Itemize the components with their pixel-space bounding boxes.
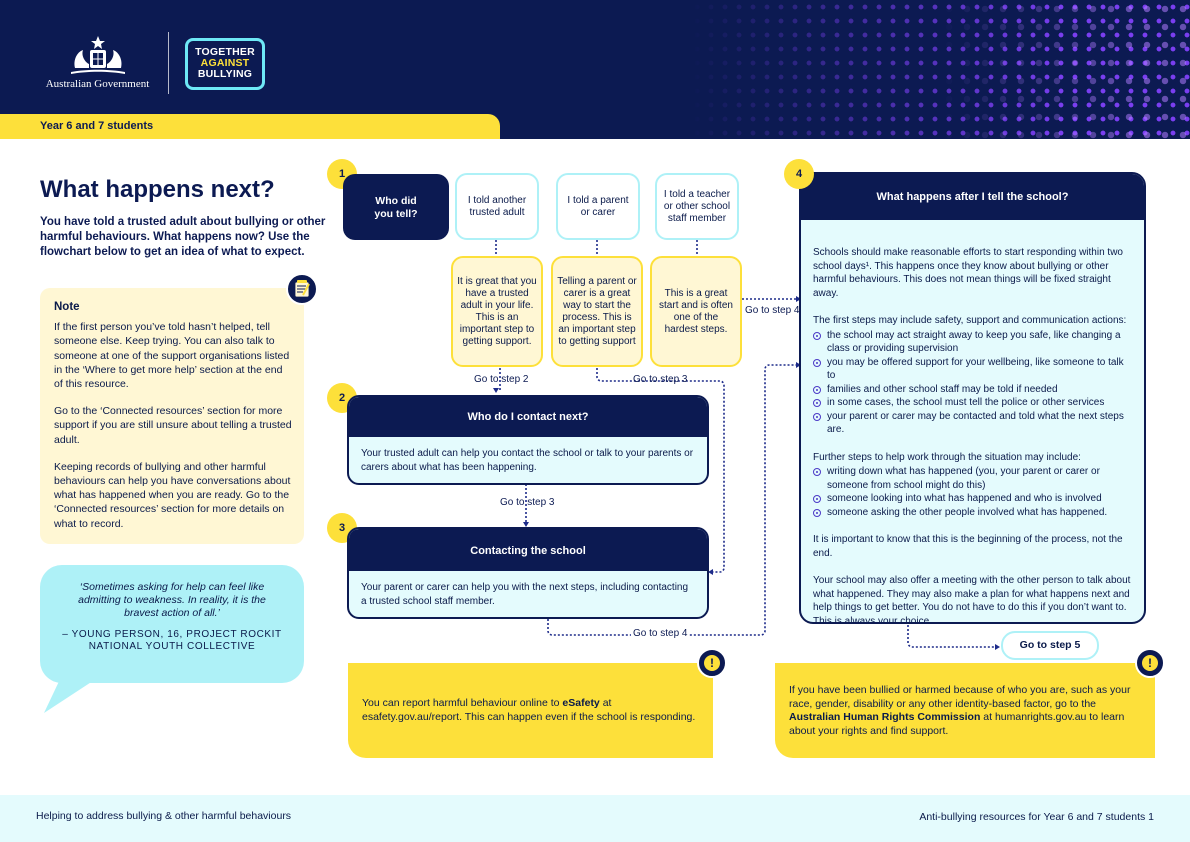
step2-card: Who do I contact next? Your trusted adul…	[347, 395, 709, 485]
page-intro: You have told a trusted adult about bull…	[40, 216, 326, 258]
alert-text: You can report harmful behaviour online …	[362, 697, 563, 709]
government-name: Australian Government	[45, 78, 150, 90]
logo-line-1: TOGETHER	[195, 46, 255, 58]
step2-body: Your trusted adult can help you contact …	[361, 448, 694, 473]
response-text: This is a great start and is often one o…	[659, 287, 733, 335]
footer-left-text: Helping to address bullying & other harm…	[36, 810, 292, 822]
step4-paragraph: Further steps to help work through the s…	[813, 451, 1081, 463]
goto-step4-label: Go to step 4	[631, 628, 690, 639]
option-teacher-staff: I told a teacher or other school staff m…	[655, 173, 739, 240]
note-paragraph: Keeping records of bullying and other ha…	[54, 460, 291, 530]
list-item: someone asking the other people involved…	[813, 506, 1132, 520]
option-trusted-adult: I told another trusted adult	[455, 173, 539, 240]
page-title: What happens next?	[40, 176, 275, 203]
footer-right-text: Anti-bullying resources for Year 6 and 7…	[919, 811, 1154, 823]
step2-title: Who do I contact next?	[349, 397, 707, 437]
who-did-you-tell-box: Who did you tell?	[343, 174, 449, 240]
audience-banner: Year 6 and 7 students	[0, 114, 500, 139]
alert-text: If you have been bullied or harmed becau…	[789, 684, 1131, 710]
list-item: writing down what has happened (you, you…	[813, 465, 1132, 492]
human-rights-alert: If you have been bullied or harmed becau…	[775, 663, 1155, 758]
list-item: you may be offered support for your well…	[813, 356, 1132, 383]
step4-card: What happens after I tell the school? Sc…	[799, 172, 1146, 624]
note-paragraph: If the first person you’ve told hasn’t h…	[54, 321, 290, 391]
response-trusted-adult: It is great that you have a trusted adul…	[451, 256, 543, 367]
option-parent-carer: I told a parent or carer	[556, 173, 640, 240]
goto-step3-label: Go to step 3	[500, 497, 555, 508]
alert-icon: !	[697, 648, 727, 678]
first-steps-list: the school may act straight away to keep…	[813, 329, 1132, 437]
esafety-alert: You can report harmful behaviour online …	[348, 663, 713, 758]
step3-card: Contacting the school Your parent or car…	[347, 527, 709, 619]
commission-name: Australian Human Rights Commission	[789, 711, 981, 723]
coat-of-arms-icon	[70, 36, 125, 74]
alert-text: at humanrights.gov.au to learn about you…	[789, 711, 1125, 737]
further-steps-list: writing down what has happened (you, you…	[813, 465, 1132, 519]
together-against-bullying-logo: TOGETHER AGAINST BULLYING	[185, 38, 265, 90]
response-text: Telling a parent or carer is a great way…	[557, 275, 637, 347]
step3-body: Your parent or carer can help you with t…	[361, 582, 689, 607]
response-parent-carer: Telling a parent or carer is a great way…	[551, 256, 643, 367]
response-teacher-staff: This is a great start and is often one o…	[650, 256, 742, 367]
note-heading: Note	[54, 301, 80, 313]
option-label: I told a teacher or other school staff m…	[663, 188, 731, 224]
logo-divider	[168, 32, 169, 94]
list-item: families and other school staff may be t…	[813, 383, 1132, 397]
response-text: It is great that you have a trusted adul…	[457, 275, 537, 347]
list-item: your parent or carer may be contacted an…	[813, 410, 1132, 437]
step4-title: What happens after I tell the school?	[801, 174, 1144, 220]
step1-question: Who did you tell?	[374, 195, 418, 220]
list-item: someone looking into what has happened a…	[813, 492, 1132, 506]
quote-bubble: ‘Sometimes asking for help can feel like…	[40, 565, 304, 683]
goto-step2-label: Go to step 2	[474, 374, 529, 385]
option-label: I told another trusted adult	[467, 194, 527, 218]
list-item: in some cases, the school must tell the …	[813, 396, 1132, 410]
step-number-4: 4	[784, 159, 814, 189]
dot-pattern-accent	[940, 0, 1190, 139]
step3-title: Contacting the school	[349, 529, 707, 571]
speech-bubble-tail	[44, 675, 102, 713]
logo-line-3: BULLYING	[197, 68, 253, 80]
step4-paragraph: It is important to know that this is the…	[813, 534, 1123, 559]
step4-paragraph: The first steps may include safety, supp…	[813, 315, 1127, 326]
footer: Helping to address bullying & other harm…	[0, 795, 1190, 842]
step4-paragraph: Your school may also offer a meeting wit…	[813, 575, 1131, 624]
note-panel: Note If the first person you’ve told has…	[40, 288, 304, 544]
step4-paragraph: Schools should make reasonable efforts t…	[813, 247, 1123, 299]
goto-step5-label: Go to step 5	[1001, 631, 1099, 660]
goto-step3-label: Go to step 3	[633, 374, 688, 385]
notepad-icon	[286, 273, 318, 305]
alert-icon: !	[1135, 648, 1165, 678]
alert-text: at esafety.gov.au/report. This can happe…	[362, 697, 696, 723]
list-item: the school may act straight away to keep…	[813, 329, 1132, 356]
esafety-name: eSafety	[562, 697, 600, 709]
goto-step4-label: Go to step 4	[745, 305, 800, 316]
option-label: I told a parent or carer	[567, 194, 629, 218]
logo-line-2: AGAINST	[200, 57, 250, 69]
quote-text: ‘Sometimes asking for help can feel like…	[78, 581, 266, 619]
australian-government-logo: Australian Government	[40, 34, 155, 92]
quote-attribution: – YOUNG PERSON, 16, PROJECT ROCKIT NATIO…	[62, 629, 282, 652]
note-paragraph: Go to the ‘Connected resources’ section …	[54, 405, 292, 446]
